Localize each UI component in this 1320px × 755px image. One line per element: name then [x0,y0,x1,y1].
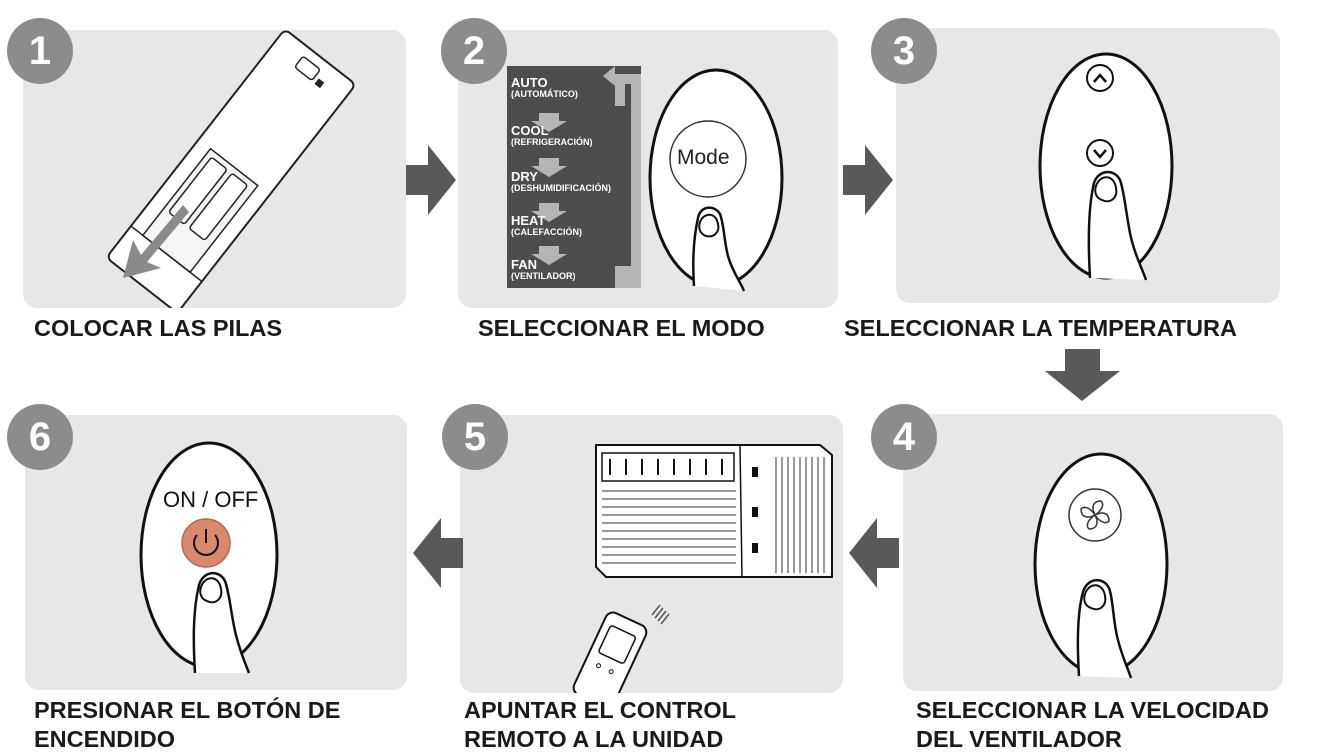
step-3-caption: SELECCIONAR LA TEMPERATURA [844,315,1237,341]
mode-item-dry: DRY(DESHUMIDIFICACIÓN) [511,169,611,193]
step-5-badge: 5 [442,404,508,470]
step-2-caption: SELECCIONAR EL MODO [478,315,765,341]
arrow-right-icon [843,145,893,215]
step-6-caption-line2: ENCENDIDO [34,726,176,752]
step-6-caption-line1: PRESIONAR EL BOTÓN DE [34,697,341,723]
remote-fan-illustration [1033,452,1169,679]
arrow-down-icon [1045,349,1120,401]
step-3-panel [896,28,1280,303]
remote-mode-illustration [648,68,784,292]
mode-button-label: Mode [677,146,730,169]
mode-item-heat: HEAT(CALEFACCIÓN) [511,213,582,237]
step-2-panel: AUTO(AUTOMÁTICO) COOL(REFRIGERACIÓN) DRY… [458,30,838,308]
mode-item-auto: AUTO(AUTOMÁTICO) [511,75,578,99]
remote-temperature-illustration [1038,52,1174,281]
step-4-caption-line1: SELECCIONAR LA VELOCIDAD [916,697,1269,723]
battery-remote-illustration [107,30,355,308]
ac-unit-illustration [572,444,833,693]
arrow-right-icon [406,145,456,215]
step-4-panel [903,414,1283,691]
arrow-left-icon [413,518,463,588]
step-6-badge: 6 [7,404,73,470]
step-5-panel [460,415,843,693]
step-1-badge: 1 [7,18,73,84]
step-3-badge: 3 [871,18,937,84]
step-2-badge: 2 [441,18,507,84]
mode-cycle-arrows [531,66,641,288]
step-5-caption-line1: APUNTAR EL CONTROL [464,697,736,723]
step-1-panel [23,30,406,308]
mode-item-cool: COOL(REFRIGERACIÓN) [511,123,593,147]
step-6-panel: ON / OFF [25,415,407,690]
remote-power-illustration [139,441,279,674]
mode-list: AUTO(AUTOMÁTICO) COOL(REFRIGERACIÓN) DRY… [507,66,641,288]
arrow-left-icon [849,518,899,588]
step-1-caption: COLOCAR LAS PILAS [34,315,283,341]
step-4-caption-line2: DEL VENTILADOR [916,726,1122,752]
mode-item-fan: FAN(VENTILADOR) [511,257,576,281]
step-4-badge: 4 [871,404,937,470]
power-button-label: ON / OFF [163,487,259,512]
step-5-caption-line2: REMOTO A LA UNIDAD [464,726,724,752]
